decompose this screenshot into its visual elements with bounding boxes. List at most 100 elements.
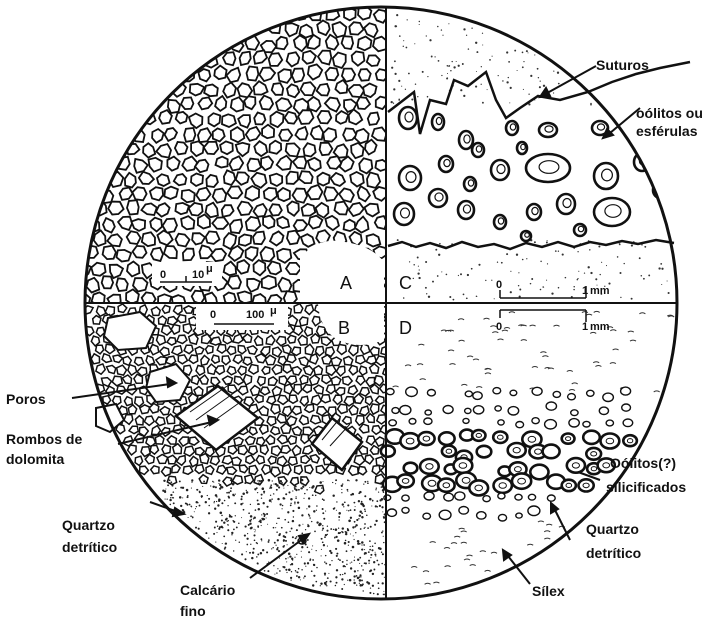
grain-dot <box>306 508 307 509</box>
grain-dot <box>261 518 263 520</box>
grain <box>238 445 247 454</box>
chert-dash <box>459 528 465 529</box>
matrix-dot <box>540 80 541 81</box>
grain-dot <box>186 489 189 492</box>
grain <box>198 69 210 81</box>
grain <box>220 141 233 154</box>
chert-dash <box>448 350 454 351</box>
grain-dot <box>222 543 223 544</box>
grain <box>156 203 170 217</box>
grain <box>359 69 371 81</box>
grain-dot <box>290 577 292 579</box>
chert-dash <box>485 570 491 571</box>
ooid <box>594 198 630 226</box>
grain <box>216 157 228 168</box>
silicified-ooid <box>545 420 557 429</box>
quadrant-d-label: D <box>399 318 412 338</box>
grain <box>344 356 353 365</box>
grain <box>195 465 204 474</box>
grain-dot <box>322 541 324 543</box>
matrix-dot <box>398 80 400 82</box>
grain-dot <box>264 514 266 516</box>
grain-dot <box>213 502 214 503</box>
grain <box>271 427 280 435</box>
grain-dot <box>290 505 292 507</box>
silicified-ooid <box>553 391 560 397</box>
grain <box>365 204 379 217</box>
grain <box>162 305 170 313</box>
grain <box>233 334 243 343</box>
grain-dot <box>312 584 314 586</box>
matrix-dot <box>508 77 509 78</box>
grain-dot <box>214 527 216 529</box>
grain-dot <box>351 562 352 563</box>
matrix-dot <box>447 73 448 74</box>
matrix-dot <box>441 75 442 76</box>
ooid <box>429 189 447 207</box>
grain-dot <box>180 505 182 507</box>
grain-dot <box>227 524 229 526</box>
grain-dot <box>254 529 255 530</box>
grain-dot <box>368 582 371 585</box>
matrix-dot <box>426 293 427 294</box>
grain-dot <box>338 516 340 518</box>
grain <box>128 365 137 376</box>
grain <box>340 157 354 172</box>
grain-dot <box>282 566 284 568</box>
grain <box>206 346 214 354</box>
grain-dot <box>224 547 226 549</box>
matrix-dot <box>462 63 464 65</box>
grain-dot <box>212 486 214 488</box>
chert-dash <box>521 340 527 341</box>
quartzo-d-arrowhead <box>551 503 558 513</box>
grain-dot <box>361 579 363 581</box>
matrix-dot <box>530 75 532 77</box>
grain-dot <box>214 508 216 510</box>
matrix-dot <box>491 280 492 281</box>
matrix-dot <box>456 61 457 62</box>
grain-dot <box>294 485 296 487</box>
grain-dot <box>273 527 275 529</box>
grain <box>287 201 299 215</box>
grain-dot <box>372 573 374 575</box>
grain-dot <box>257 562 259 564</box>
matrix-dot <box>418 266 419 267</box>
grain-dot <box>179 480 181 482</box>
grain-dot <box>260 552 262 554</box>
grain <box>272 446 282 456</box>
matrix-dot <box>502 80 503 81</box>
label-quartzo-b-line1: Quartzo <box>62 517 115 533</box>
grain <box>91 263 105 276</box>
grain <box>160 407 170 415</box>
grain-dot <box>281 508 282 509</box>
matrix-dot <box>501 262 503 264</box>
grain-dot <box>280 480 283 483</box>
grain-dot <box>302 524 303 525</box>
grain <box>232 457 241 465</box>
grain <box>172 295 186 306</box>
matrix-dot <box>631 245 633 247</box>
grain <box>222 356 230 365</box>
grain-dot <box>261 494 263 496</box>
grain <box>354 394 363 403</box>
grain <box>206 231 220 244</box>
grain <box>108 202 123 215</box>
grain-dot <box>378 564 380 566</box>
ooid <box>399 166 421 190</box>
matrix-dot <box>399 35 401 37</box>
grain-dot <box>364 549 365 550</box>
matrix-dot <box>419 24 420 25</box>
grain <box>257 437 265 445</box>
grain <box>152 426 161 435</box>
grain <box>298 335 307 345</box>
grain-dot <box>356 575 358 577</box>
chert-dash <box>498 339 504 340</box>
grain <box>273 347 282 357</box>
grain-dot <box>288 521 290 523</box>
grain <box>317 84 330 96</box>
grain <box>299 171 313 183</box>
matrix-dot <box>476 71 477 72</box>
grain-dot <box>257 553 259 555</box>
label-suturos: Suturos <box>596 57 649 73</box>
grain-dot <box>325 555 326 556</box>
